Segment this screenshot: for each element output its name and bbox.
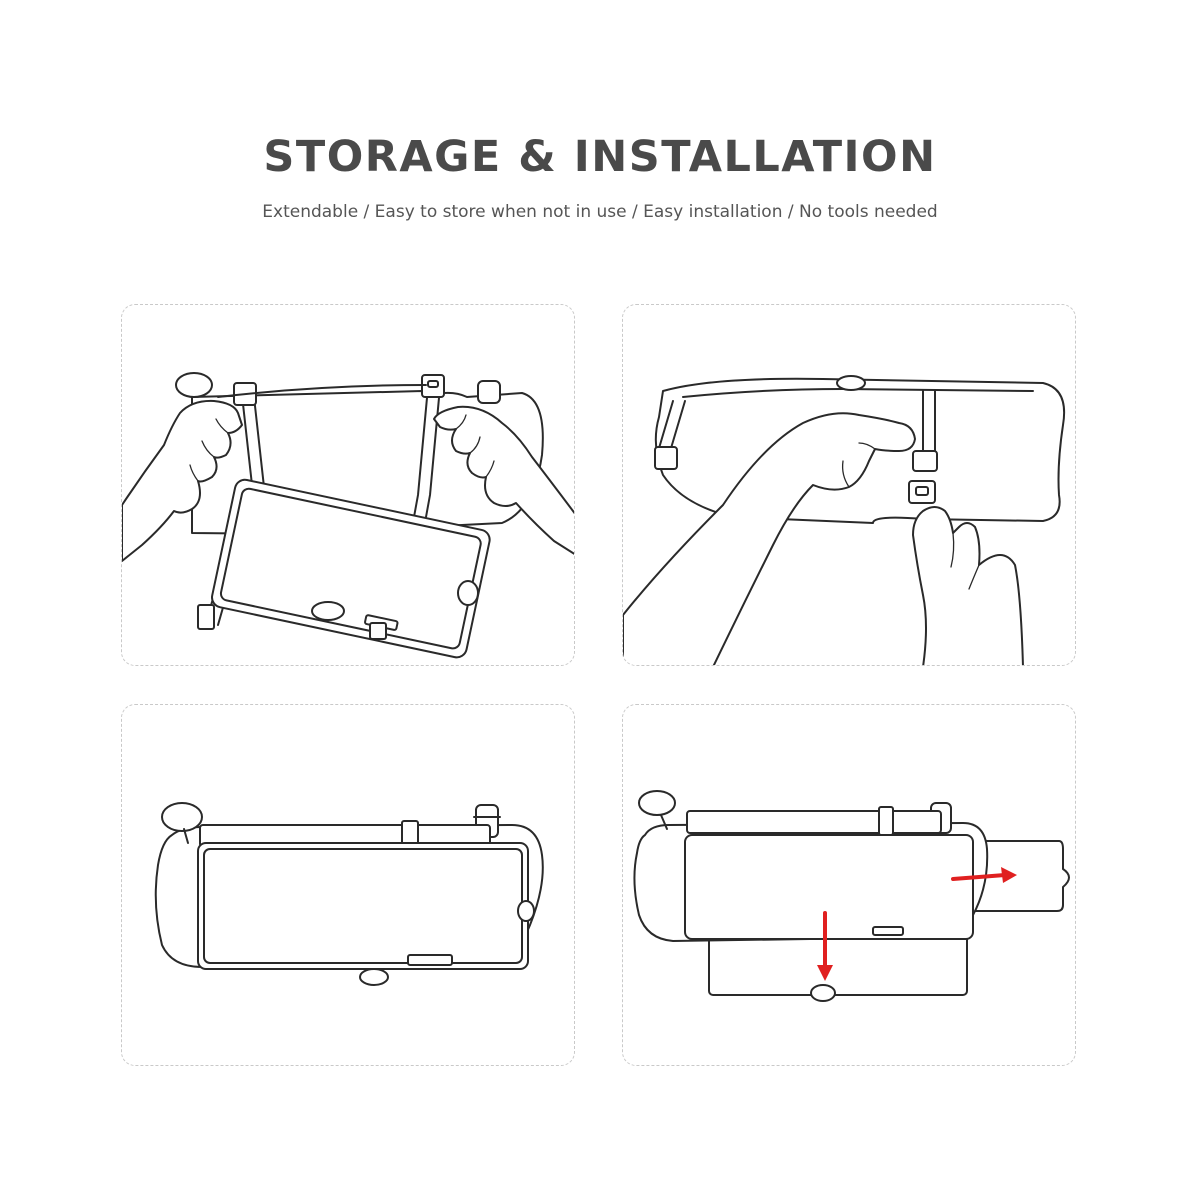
car-visor-inner-edge	[682, 388, 1034, 398]
visor-mount-left-stem	[660, 814, 668, 830]
hand-lower-finger-line	[950, 532, 980, 590]
strap-buckle-left-icon	[654, 446, 678, 470]
extender-tab-bottom-icon	[311, 601, 345, 621]
strap-right	[413, 386, 429, 518]
top-cord	[217, 384, 427, 398]
sun-visor-extender-board	[197, 842, 529, 970]
extender-handle	[872, 926, 904, 936]
stored-extender-illustration	[154, 802, 544, 986]
visor-mount-left-icon	[161, 802, 203, 832]
hand-upper-finger-line	[841, 442, 876, 488]
left-hand	[122, 399, 243, 562]
arrow-right-icon	[951, 867, 1017, 883]
left-hand-finger-line	[189, 418, 229, 482]
strap-slider-icon	[878, 806, 894, 836]
visor-mount-top-icon	[836, 375, 866, 391]
illustration-panel-stored	[121, 704, 575, 1066]
visor-mount-left-icon	[638, 790, 676, 816]
right-hand	[433, 405, 574, 555]
extender-handle	[407, 954, 453, 966]
sun-visor-extender-board	[684, 834, 974, 940]
sun-visor-extender-board	[211, 478, 491, 659]
strap-buckle-top-icon	[912, 450, 938, 472]
strap-end-clip-left-icon	[197, 604, 215, 630]
illustration-panel-extend	[622, 704, 1076, 1066]
strap-buckle-held-icon	[908, 480, 936, 504]
strap-buckle-held-slot	[915, 486, 929, 496]
attach-straps-illustration	[122, 372, 574, 659]
extender-clip-bottom-icon	[369, 622, 387, 640]
hand-lower	[912, 506, 1024, 665]
extender-lower-tab-icon	[810, 984, 836, 1002]
page-title: STORAGE & INSTALLATION	[263, 132, 937, 182]
strap-band	[686, 810, 942, 834]
extend-illustration	[633, 790, 1070, 1002]
right-hand-finger-line	[455, 414, 495, 478]
extender-side-knob-icon	[517, 900, 535, 922]
page-subtitle: Extendable / Easy to store when not in u…	[262, 202, 938, 222]
illustration-panel-buckle-strap	[622, 304, 1076, 666]
arrow-down-icon	[817, 911, 833, 981]
visor-mount-right-icon	[477, 380, 501, 404]
visor-mount-left-stem	[183, 828, 189, 844]
hand-upper	[623, 412, 916, 665]
illustration-panel-attach-straps	[121, 304, 575, 666]
visor-mount-left-icon	[175, 372, 213, 398]
strap-clip-right-slot	[427, 380, 439, 388]
buckle-strap-illustration	[623, 375, 1065, 665]
extender-side-knob-icon	[457, 580, 479, 606]
extender-tab-bottom-icon	[359, 968, 389, 986]
